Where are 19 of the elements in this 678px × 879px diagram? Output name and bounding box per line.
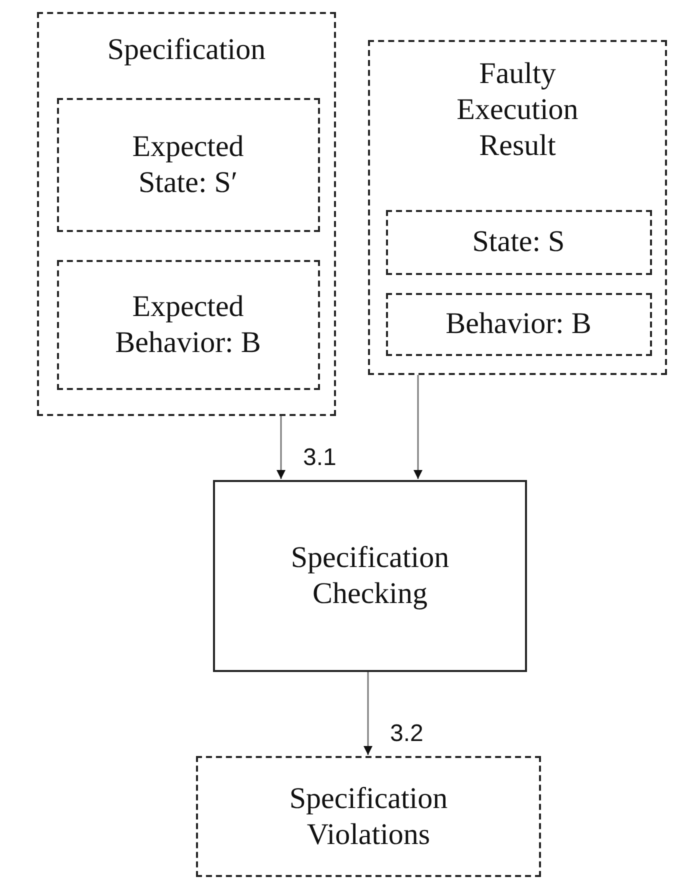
arrow [364, 672, 372, 755]
box-label: Expected Behavior: B [114, 288, 262, 360]
arrow [414, 375, 422, 479]
box-label: Specification [106, 32, 267, 68]
dashed-box [56, 260, 320, 390]
dashed-box [56, 98, 320, 232]
dashed-box [386, 210, 652, 274]
process-box [213, 480, 527, 672]
box-label: Faulty Execution Result [456, 56, 580, 164]
box-label: Expected State: S′ [131, 128, 245, 200]
dashed-box [386, 292, 652, 356]
arrow [276, 416, 286, 479]
dashed-box [37, 12, 336, 416]
box-label: Specification Checking [290, 540, 450, 612]
box-label: Specification Violations [288, 780, 449, 852]
dashed-box [196, 756, 541, 877]
dashed-box [368, 40, 667, 375]
box-label: State: S [471, 224, 566, 260]
box-label: Behavior: B [444, 306, 592, 342]
